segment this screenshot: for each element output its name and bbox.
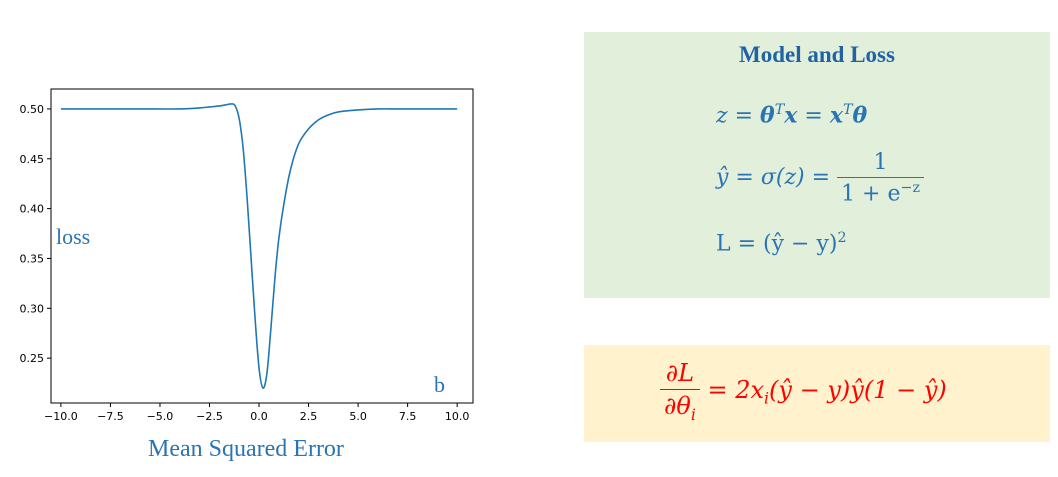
eq2-denominator: 1 + e−z [837, 177, 925, 207]
eq1-transpose-2: T [842, 102, 853, 118]
grad-den-text: ∂θ [664, 392, 691, 420]
x-tick-label: −2.5 [196, 410, 223, 423]
gradient-panel: ∂L ∂θi = 2xi(ŷ − y)ŷ(1 − ŷ) [584, 345, 1050, 442]
loss-curve [60, 103, 458, 389]
grad-rhs-sub: i [764, 389, 770, 408]
eq3-lhs: L = (ŷ − y) [716, 231, 838, 257]
eq1-x2: x [829, 102, 843, 129]
panel-title: Model and Loss [739, 42, 895, 67]
eq1-equals-2: = [804, 103, 823, 129]
eq1-z: z [716, 103, 728, 129]
x-axis-ticks: −10.0 −7.5 −5.0 −2.5 0.0 2.5 5.0 7.5 10.0 [44, 403, 469, 423]
grad-rhs: = 2x [707, 375, 765, 404]
x-tick-label: 0.0 [250, 410, 268, 423]
gradient-fraction: ∂L ∂θi [660, 359, 700, 424]
x-axis-label: b [434, 372, 445, 397]
x-tick-label: −10.0 [44, 410, 78, 423]
gradient-equation: ∂L ∂θi = 2xi(ŷ − y)ŷ(1 − ŷ) [660, 359, 947, 424]
equation-loss: L = (ŷ − y)2 [716, 230, 847, 256]
y-tick-label: 0.30 [20, 302, 45, 315]
grad-rhs-rest: (ŷ − y)ŷ(1 − ŷ) [769, 375, 947, 404]
eq1-x: x [784, 102, 798, 129]
model-loss-panel: Model and Loss z = θTx = xTθ ŷ = σ(z) = … [584, 32, 1050, 298]
y-axis-label: loss [56, 224, 90, 249]
y-tick-label: 0.25 [20, 352, 45, 365]
eq2-lhs: ŷ = σ(z) = [716, 165, 831, 191]
y-tick-label: 0.40 [20, 203, 45, 216]
y-axis-ticks: 0.25 0.30 0.35 0.40 0.45 0.50 [20, 103, 51, 365]
chart-caption: Mean Squared Error [148, 436, 344, 462]
eq1-transpose: T [774, 102, 785, 118]
eq1-theta2: θ [852, 102, 868, 129]
sigmoid-fraction: 1 1 + e−z [837, 150, 925, 207]
x-tick-label: −5.0 [147, 410, 174, 423]
y-tick-label: 0.45 [20, 153, 45, 166]
grad-den-sub: i [690, 405, 696, 424]
axes-frame [50, 88, 474, 404]
eq2-numerator: 1 [873, 150, 888, 175]
equation-z: z = θTx = xTθ [716, 102, 867, 128]
x-tick-label: 2.5 [300, 410, 318, 423]
y-tick-label: 0.50 [20, 103, 45, 116]
eq2-den-exp: −z [900, 180, 921, 196]
eq3-exp: 2 [837, 230, 847, 246]
x-tick-label: 7.5 [399, 410, 417, 423]
eq1-equals: = [734, 103, 754, 129]
equation-sigmoid: ŷ = σ(z) = 1 1 + e−z [716, 150, 925, 207]
eq1-theta: θ [760, 102, 775, 129]
grad-denominator: ∂θi [660, 389, 700, 424]
eq2-den-text: 1 + e [841, 181, 901, 207]
grad-numerator: ∂L [665, 359, 695, 387]
x-tick-label: −7.5 [97, 410, 124, 423]
x-tick-label: 10.0 [445, 410, 470, 423]
x-tick-label: 5.0 [349, 410, 367, 423]
y-tick-label: 0.35 [20, 252, 45, 265]
